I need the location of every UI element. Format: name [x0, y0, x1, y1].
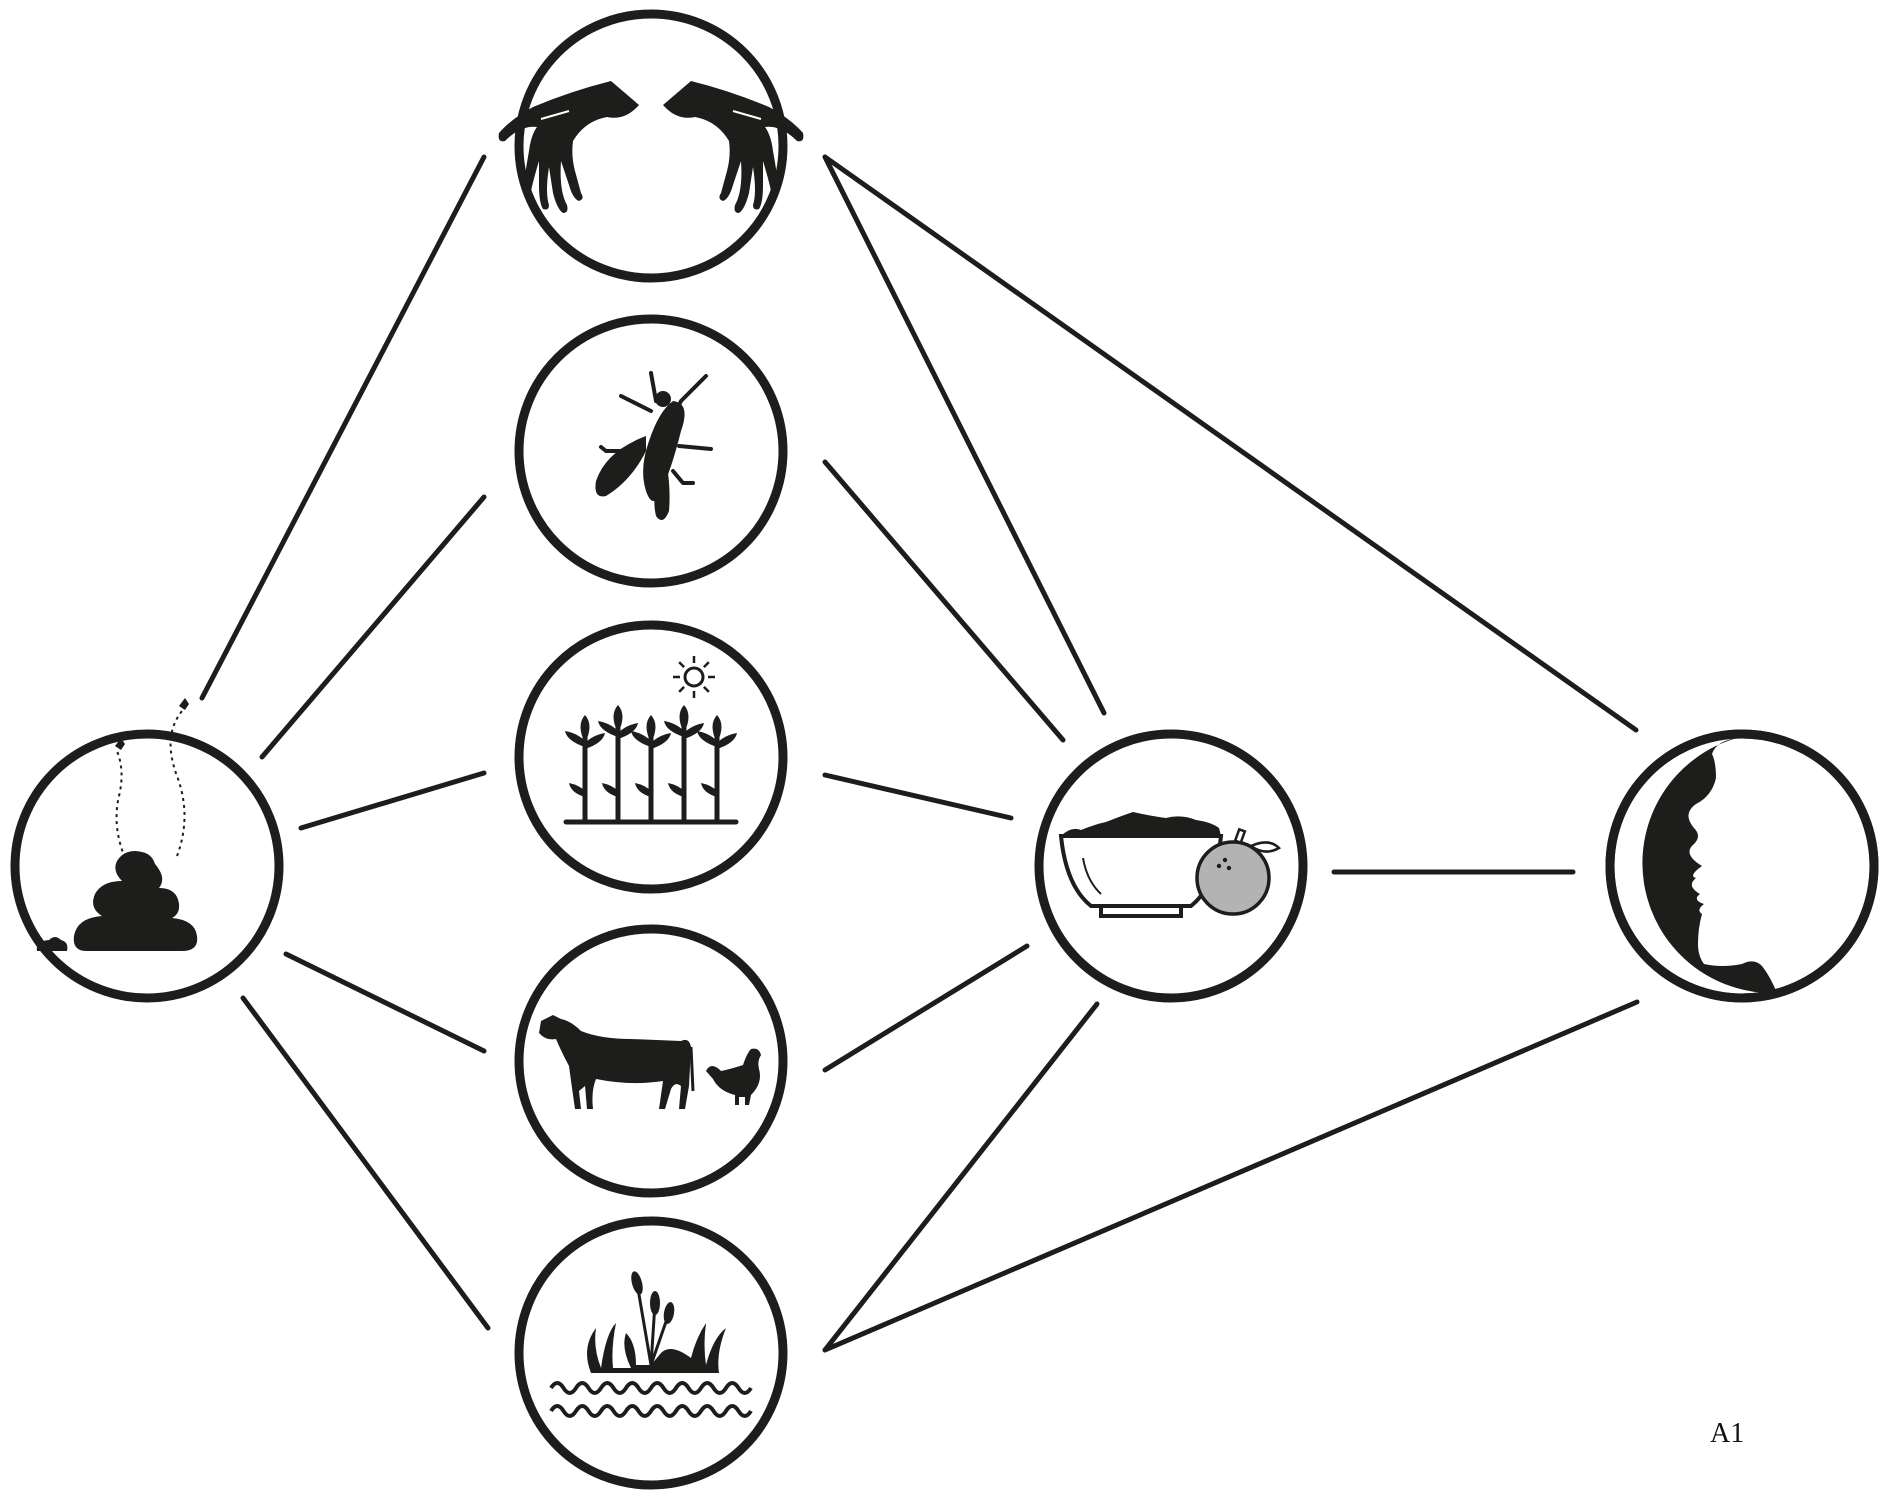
node-fields — [514, 620, 788, 894]
fly-icon — [595, 371, 713, 520]
edge-water-to-food — [822, 1001, 1100, 1353]
edge-livestock-to-food — [822, 943, 1030, 1073]
node-flies — [514, 314, 788, 588]
nodes-layer — [10, 9, 1879, 1490]
node-livestock — [514, 924, 788, 1198]
water-icon — [549, 1271, 753, 1418]
edge-fields-to-food — [822, 772, 1014, 821]
edge-hands-to-food — [822, 154, 1107, 716]
edge-feces-to-livestock — [283, 951, 487, 1054]
node-hands — [498, 9, 804, 283]
edge-flies-to-food — [822, 459, 1066, 743]
edge-water-to-mouth — [822, 999, 1640, 1353]
livestock-icon — [539, 1015, 761, 1109]
edge-feces-to-hands — [199, 154, 487, 701]
node-mouth — [1605, 729, 1879, 1003]
figure-label: A1 — [1710, 1418, 1745, 1449]
mouth-face-icon — [1642, 738, 1777, 994]
crops-icon — [563, 656, 739, 825]
hands-icon — [498, 81, 804, 213]
node-ring-hands — [514, 9, 788, 283]
edge-hands-to-mouth — [822, 154, 1639, 733]
edges-layer — [199, 154, 1640, 1353]
feces-icon — [36, 698, 198, 951]
edge-feces-to-water — [240, 995, 491, 1331]
node-feces — [10, 698, 284, 1003]
edge-feces-to-fields — [298, 770, 487, 831]
food-bowl-icon — [1058, 812, 1282, 918]
edge-feces-to-flies — [259, 494, 487, 760]
node-water — [514, 1216, 788, 1490]
node-food — [1034, 729, 1308, 1003]
